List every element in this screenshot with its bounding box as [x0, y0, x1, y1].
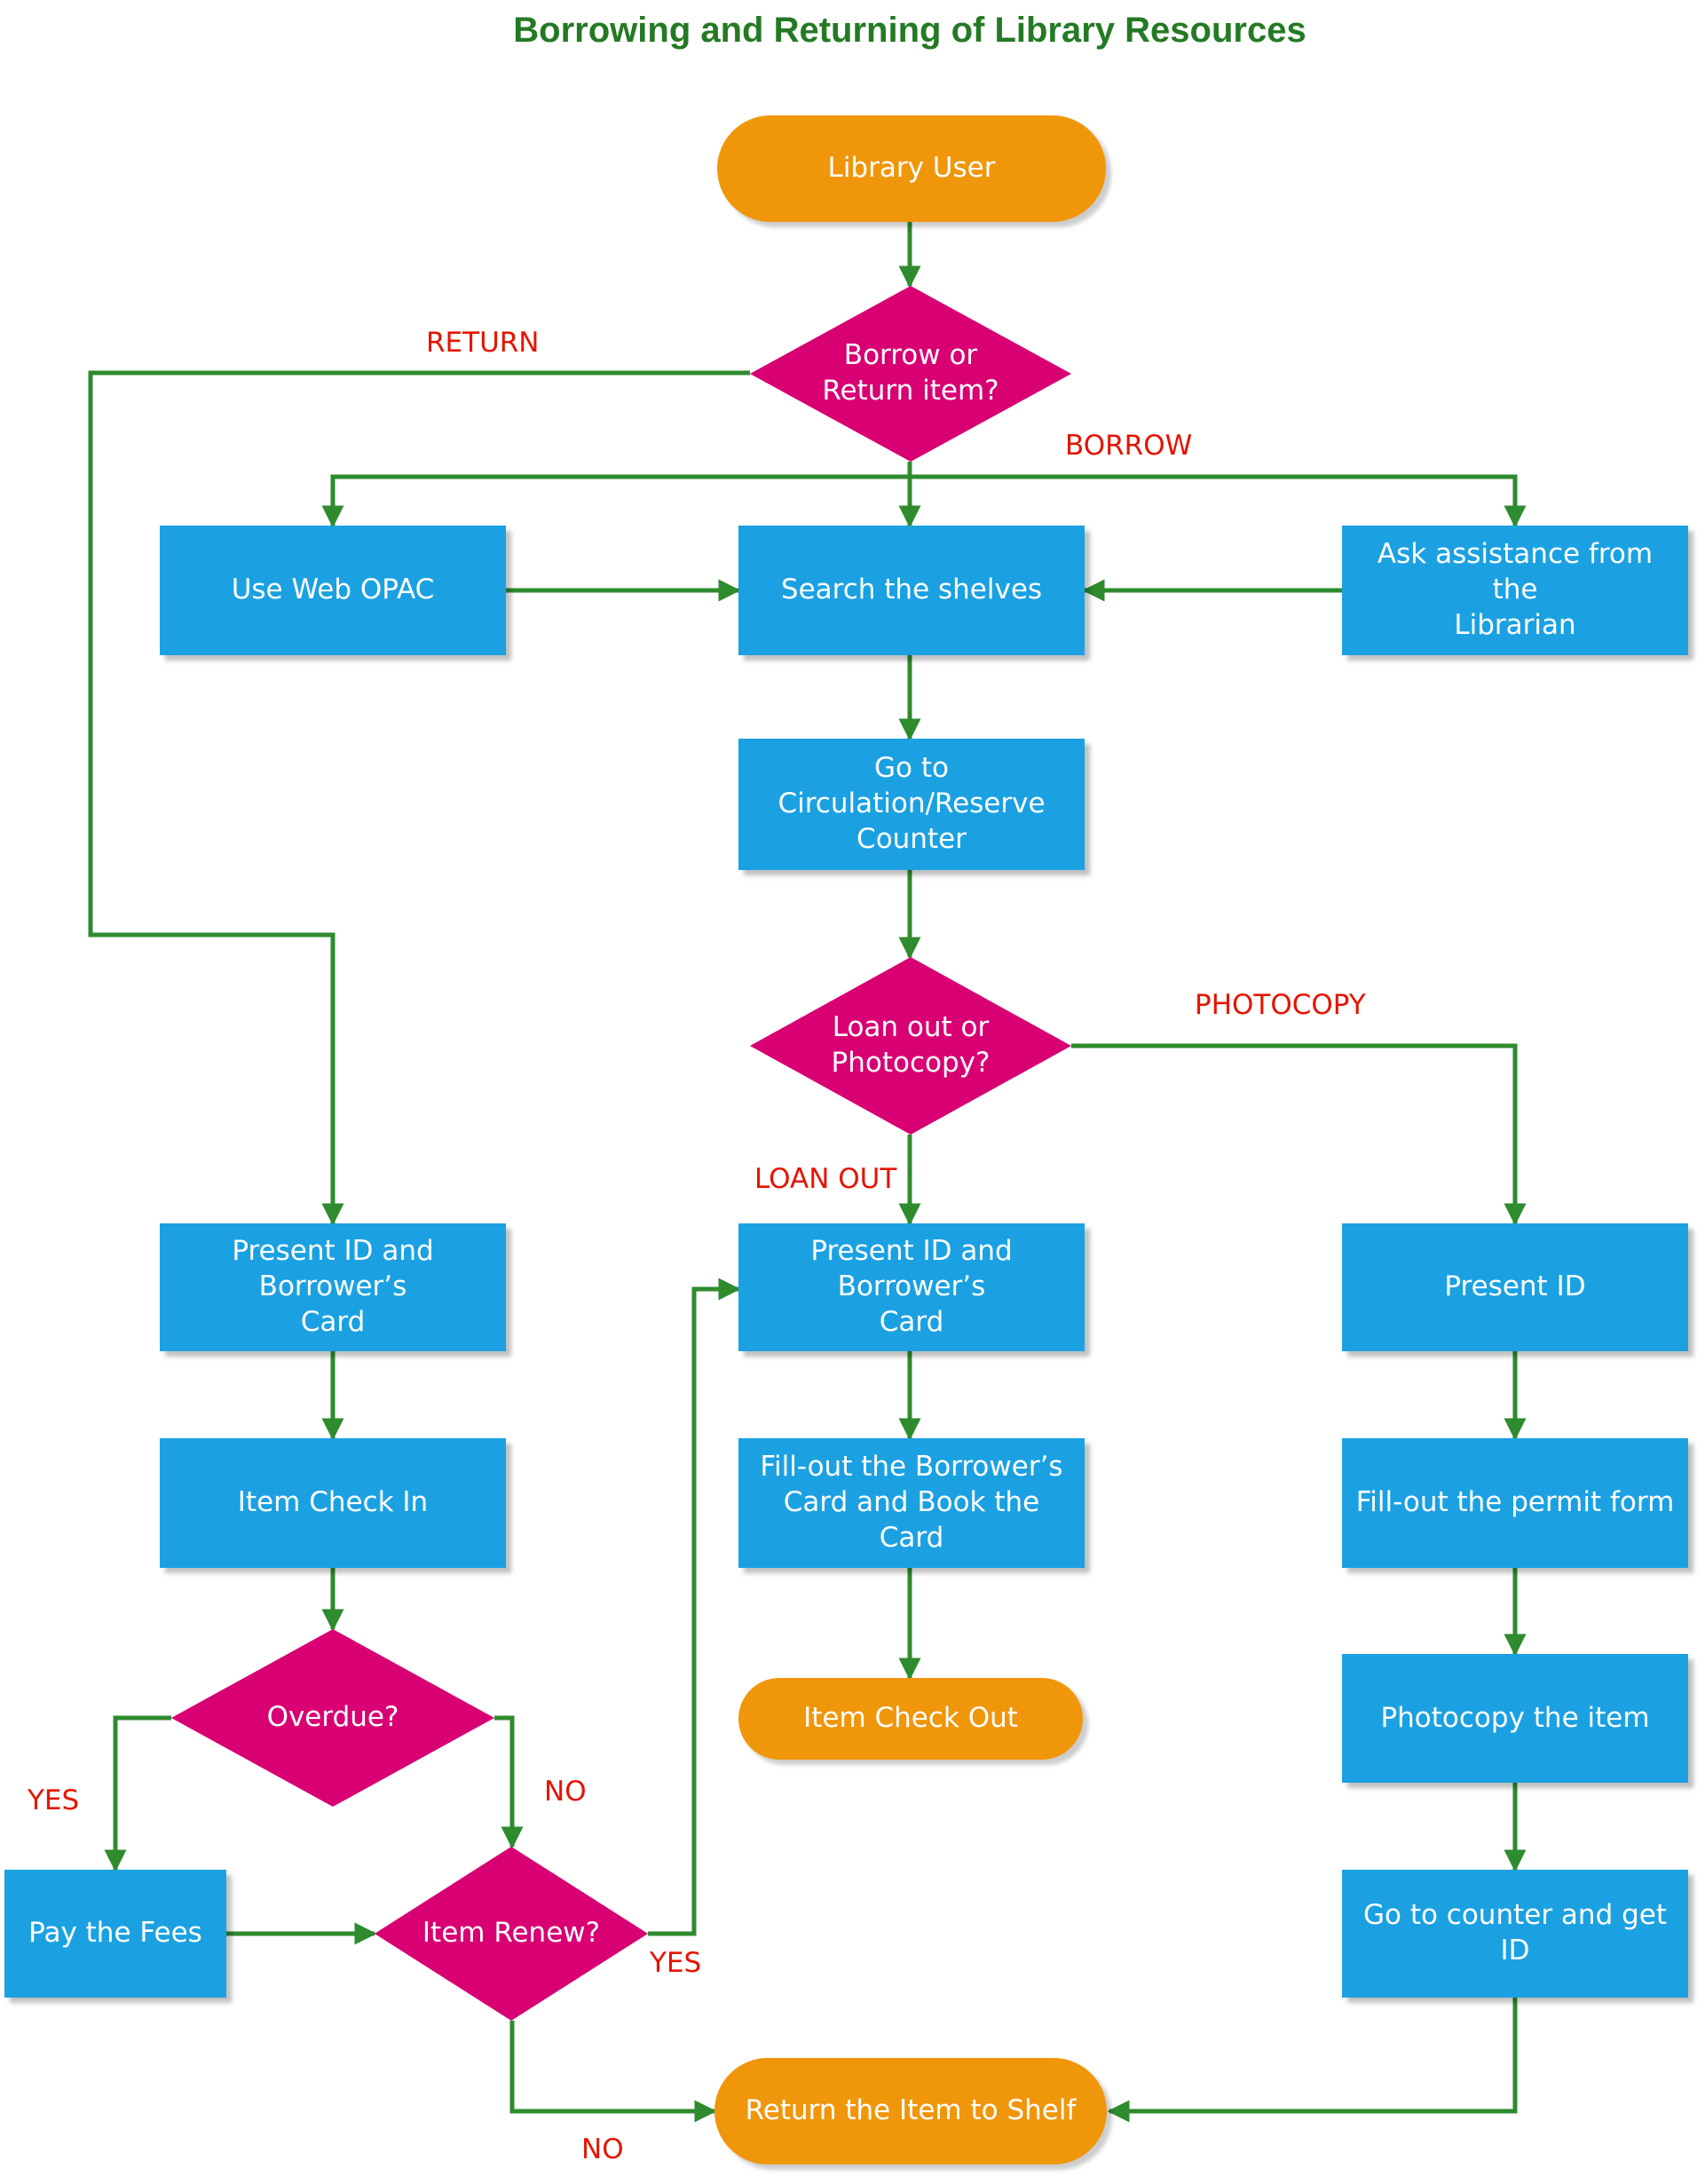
edge-label-borrow: BORROW	[1065, 430, 1193, 462]
present-id-box: Present ID	[1342, 1223, 1688, 1351]
search-shelves-label: Search the shelves	[780, 574, 1043, 606]
go-counter-get-id-label: Go to counter and get ID	[1362, 1899, 1668, 1966]
library-user-terminal: Library User	[717, 115, 1106, 222]
edge-label-overdue-yes: YES	[28, 1784, 80, 1816]
connector-overdue-yes-to-fees	[104, 1715, 171, 1872]
pay-fees-box: Pay the Fees	[4, 1870, 226, 1998]
item-check-in-box: Item Check In	[160, 1438, 506, 1568]
photocopy-item-label: Photocopy the item	[1380, 1701, 1650, 1734]
photocopy-item-box: Photocopy the item	[1342, 1654, 1688, 1783]
fill-borrowers-card-box: Fill-out the Borrower’s Card and Book th…	[738, 1438, 1085, 1568]
connector-photocopy-branch	[1071, 1043, 1527, 1226]
edge-label-loan-out: LOAN OUT	[754, 1163, 897, 1195]
connector-counter-to-shelf	[1107, 1998, 1518, 2123]
edge-label-renew-no: NO	[581, 2133, 624, 2165]
item-check-in-label: Item Check In	[237, 1486, 429, 1519]
item-renew-diamond	[375, 1847, 648, 2021]
edge-label-return: RETURN	[426, 327, 540, 359]
connector-renew-no-to-shelf	[509, 2021, 717, 2123]
ask-librarian-box: Ask assistance from the Librarian	[1342, 526, 1688, 655]
borrow-or-return-label: Borrow or Return item?	[822, 339, 999, 407]
go-circulation-label: Go to Circulation/Reserve Counter	[778, 752, 1046, 855]
present-id-card-loan-label: Present ID and Borrower’s Card	[810, 1235, 1013, 1338]
present-id-card-return-box: Present ID and Borrower’s Card	[160, 1223, 506, 1351]
connector-return-branch	[88, 370, 750, 1226]
present-id-card-return-label: Present ID and Borrower’s Card	[232, 1235, 434, 1338]
overdue-decision: Overdue?	[171, 1629, 494, 1807]
edge-label-photocopy: PHOTOCOPY	[1195, 989, 1366, 1021]
ask-librarian-label: Ask assistance from the Librarian	[1377, 538, 1654, 641]
item-check-out-terminal: Item Check Out	[738, 1678, 1083, 1760]
edge-label-renew-yes: YES	[650, 1947, 702, 1979]
loan-or-photocopy-label: Loan out or Photocopy?	[831, 1011, 991, 1079]
borrow-or-return-diamond	[750, 286, 1071, 462]
diagram-title: Borrowing and Returning of Library Resou…	[513, 11, 1306, 50]
present-id-label: Present ID	[1444, 1270, 1586, 1303]
item-renew-label: Item Renew?	[422, 1917, 601, 1950]
use-web-opac-label: Use Web OPAC	[231, 574, 435, 606]
return-to-shelf-terminal: Return the Item to Shelf	[714, 2058, 1107, 2164]
use-web-opac-box: Use Web OPAC	[160, 526, 506, 655]
overdue-diamond	[171, 1629, 494, 1807]
edge-label-overdue-no: NO	[544, 1776, 587, 1808]
fill-permit-form-label: Fill-out the permit form	[1355, 1486, 1675, 1519]
overdue-label: Overdue?	[266, 1701, 399, 1734]
loan-or-photocopy-diamond	[750, 957, 1071, 1135]
loan-or-photocopy-decision: Loan out or Photocopy?	[750, 957, 1071, 1135]
pay-fees-label: Pay the Fees	[28, 1917, 202, 1950]
fill-borrowers-card-label: Fill-out the Borrower’s Card and Book th…	[760, 1451, 1063, 1554]
borrow-or-return-decision: Borrow or Return item?	[750, 286, 1071, 462]
go-circulation-box: Go to Circulation/Reserve Counter	[738, 739, 1085, 870]
present-id-card-loan-box: Present ID and Borrower’s Card	[738, 1223, 1085, 1351]
search-shelves-box: Search the shelves	[738, 526, 1085, 655]
connector-borrow-to-librarian	[910, 474, 1527, 528]
go-counter-get-id-box: Go to counter and get ID	[1342, 1870, 1688, 1998]
connector-renew-yes-to-loan-card	[648, 1278, 741, 1936]
connector-borrow-to-opac	[321, 474, 910, 528]
return-to-shelf-label: Return the Item to Shelf	[745, 2094, 1077, 2127]
item-check-out-label: Item Check Out	[803, 1702, 1018, 1735]
item-renew-decision: Item Renew?	[375, 1847, 648, 2021]
library-user-label: Library User	[827, 152, 996, 185]
fill-permit-form-box: Fill-out the permit form	[1342, 1438, 1688, 1568]
connector-overdue-no-to-renew	[494, 1715, 524, 1849]
